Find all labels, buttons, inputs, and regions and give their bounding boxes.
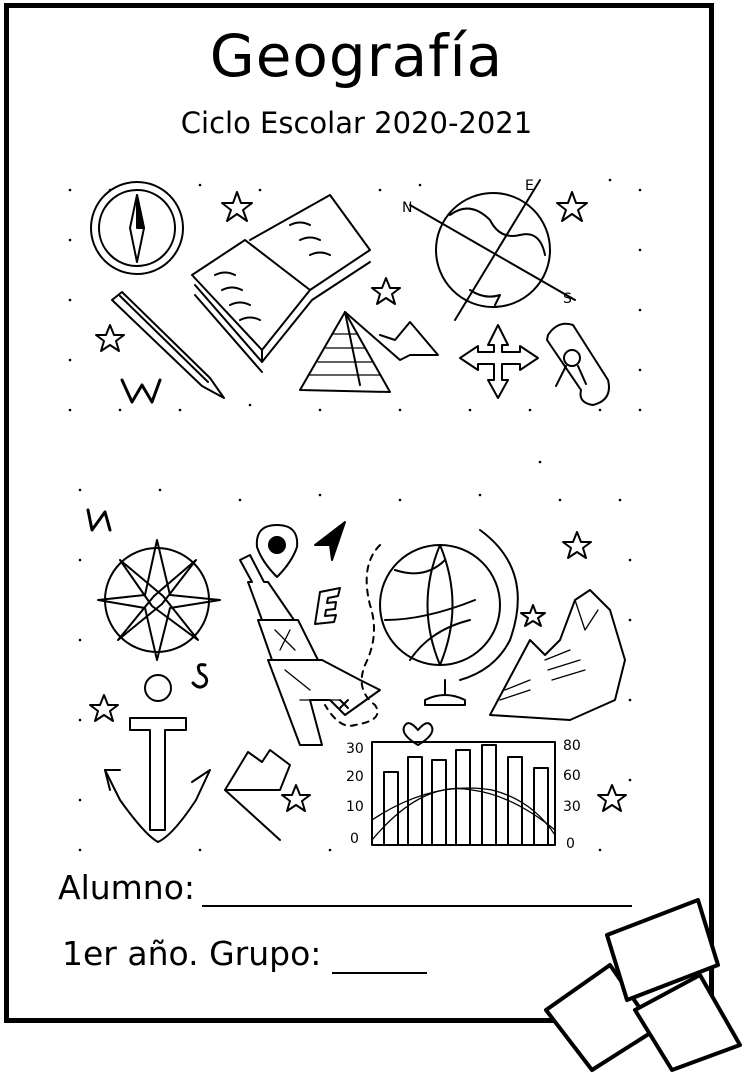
star-icon [281, 784, 311, 812]
star-icon [562, 531, 592, 559]
student-name-field[interactable] [202, 905, 632, 907]
desk-globe-icon [379, 529, 519, 706]
star-icon [556, 191, 588, 222]
page-title: Geografía [209, 22, 504, 90]
chart-left-tick: 10 [346, 799, 364, 815]
chart-left-tick: 0 [350, 831, 359, 847]
rose-letter-s: S [563, 291, 572, 307]
bar-chart-icon [371, 741, 556, 846]
heart-icon [402, 722, 434, 746]
compass-rose-icon [86, 508, 221, 689]
anchor-icon [104, 674, 211, 843]
chart-right-tick: 0 [566, 836, 575, 852]
star-icon [520, 604, 546, 627]
navigation-arrow-icon [314, 521, 346, 561]
compass-icon [90, 181, 184, 275]
chart-left-tick: 30 [346, 741, 364, 757]
route-dashed-line [324, 544, 381, 727]
student-name-label: Alumno: [58, 868, 196, 907]
rose-letter-e: E [525, 178, 534, 194]
chart-right-tick: 30 [563, 799, 581, 815]
dot-grid [68, 178, 642, 852]
scroll-icon [546, 322, 610, 406]
star-icon [221, 191, 253, 222]
rose-letter-e-outline [314, 587, 341, 625]
book-icon [191, 194, 371, 373]
chart-right-tick: 80 [563, 738, 581, 754]
mountains-icon [489, 589, 626, 721]
star-icon [597, 784, 627, 812]
globe-icon: E N S [402, 178, 576, 321]
pencil-icon [111, 291, 225, 399]
eiffel-tower-icon [239, 554, 381, 746]
flag-icon [224, 749, 291, 841]
group-field[interactable] [332, 972, 427, 974]
paper-cards [544, 898, 742, 1072]
arrows-icon [459, 324, 539, 399]
chart-left-tick: 20 [346, 769, 364, 785]
chart-right-tick: 60 [563, 768, 581, 784]
star-icon [89, 694, 119, 722]
star-icon [371, 277, 401, 305]
school-year-subtitle: Ciclo Escolar 2020-2021 [180, 106, 533, 140]
group-label: 1er año. Grupo: [62, 934, 322, 973]
pyramids-icon [299, 311, 439, 393]
star-icon [95, 324, 125, 352]
compass-letter-w [120, 378, 162, 404]
rose-letter-n: N [402, 200, 412, 216]
page-border [4, 3, 714, 1023]
route-x-mark [339, 699, 349, 709]
map-pin-icon [255, 524, 299, 578]
